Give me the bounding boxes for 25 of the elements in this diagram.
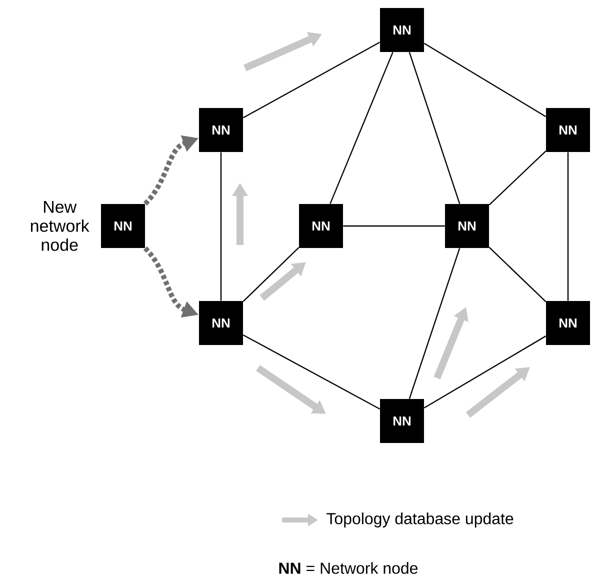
network-node-box: NN	[546, 108, 590, 152]
network-node-box: NN	[445, 204, 489, 248]
network-node-box: NN	[546, 301, 590, 345]
connector-line	[220, 152, 222, 301]
connector-line	[330, 52, 394, 204]
connector-line	[408, 52, 460, 204]
connector-line	[242, 334, 380, 410]
network-node-box: NN	[199, 301, 243, 345]
connector-line	[567, 152, 569, 301]
node-caption: New network node	[30, 201, 90, 251]
legend-note: NN = Network node	[279, 562, 418, 574]
connector-line	[424, 42, 546, 118]
connector-line	[488, 150, 546, 206]
connector-line	[488, 246, 546, 302]
legend-text: Topology database update	[326, 512, 514, 528]
connector-line	[242, 42, 380, 118]
connector-line	[343, 225, 445, 227]
network-node-box: NN	[199, 108, 243, 152]
connector-line	[408, 248, 460, 399]
network-node-box: NN	[380, 399, 424, 443]
network-node-box: NN	[101, 204, 145, 248]
connector-line	[424, 336, 546, 408]
network-node-box: NN	[380, 8, 424, 52]
network-node-box: NN	[299, 204, 343, 248]
connector-line	[242, 247, 300, 302]
